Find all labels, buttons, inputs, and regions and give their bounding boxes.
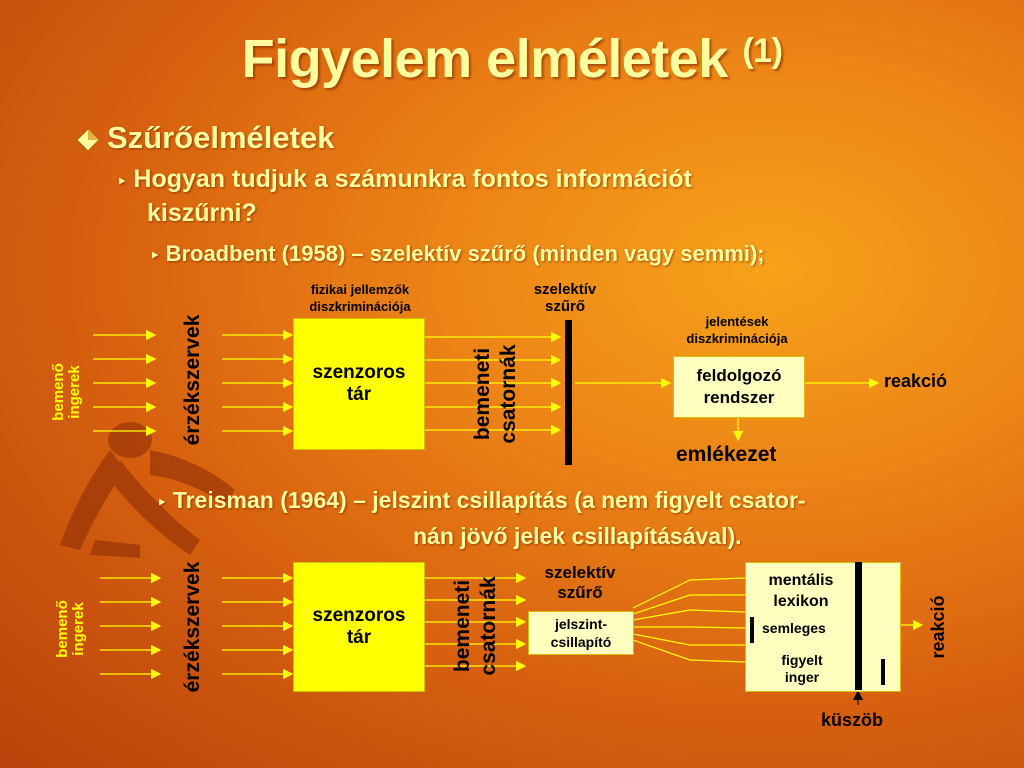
bullet-question: ‣ Hogyan tudjuk a számunkra fontos infor… — [117, 165, 692, 227]
d1-sensory-store-box: szenzoros tár — [293, 318, 425, 450]
runner-silhouette — [60, 422, 235, 558]
d1-filter-label: szelektív szűrő — [533, 281, 597, 315]
d2-attended-label: figyelt inger — [781, 652, 823, 685]
bullet-treisman: ‣ Treisman (1964) – jelszint csillapítás… — [157, 487, 806, 549]
d1-filter-bar — [565, 320, 572, 465]
triangle-bullet-icon: ‣ — [117, 174, 127, 191]
d2-filter-label: szelektív szűrő — [544, 563, 616, 602]
d2-mental-lexicon-box — [745, 562, 901, 692]
bullet-broadbent: ‣ Broadbent (1958) – szelektív szűrő (mi… — [150, 241, 765, 266]
d2-neutral-threshold-bar — [750, 617, 754, 643]
d2-lexicon-label: mentális lexikon — [768, 572, 834, 610]
d2-inputs-label: bemenő ingerek — [54, 600, 87, 658]
d1-memory-label: emlékezet — [676, 443, 777, 466]
triangle-bullet-icon: ‣ — [150, 248, 160, 265]
d1-inputs-label: bemenő ingerek — [50, 363, 83, 421]
d2-attended-threshold-bar — [881, 659, 885, 685]
page-title: Figyelem elméletek (1) — [241, 29, 783, 89]
d1-receptors-label: érzékszervek — [181, 314, 204, 446]
d2-threshold-label: küszöb — [821, 710, 884, 730]
d2-sensory-store-box: szenzoros tár — [293, 562, 425, 692]
d1-reaction-label: reakció — [884, 371, 948, 391]
d1-processing-system-box: feldolgozó rendszer — [673, 356, 805, 418]
d2-threshold-bar — [855, 562, 862, 690]
diamond-bullet-icon — [76, 128, 100, 152]
d2-neutral-label: semleges — [762, 620, 826, 636]
d1-input-channels-label: bemeneti csatornák — [471, 344, 520, 444]
triangle-bullet-icon: ‣ — [157, 495, 167, 512]
d2-receptors-label: érzékszervek — [181, 561, 204, 693]
d2-input-channels-label: bemeneti csatornák — [451, 576, 500, 676]
bullet-filter-theories: Szűrőelméletek — [107, 120, 335, 155]
d2-reaction-label: reakció — [928, 595, 948, 659]
d2-attenuator-box: jelszint-csillapító — [528, 611, 634, 655]
